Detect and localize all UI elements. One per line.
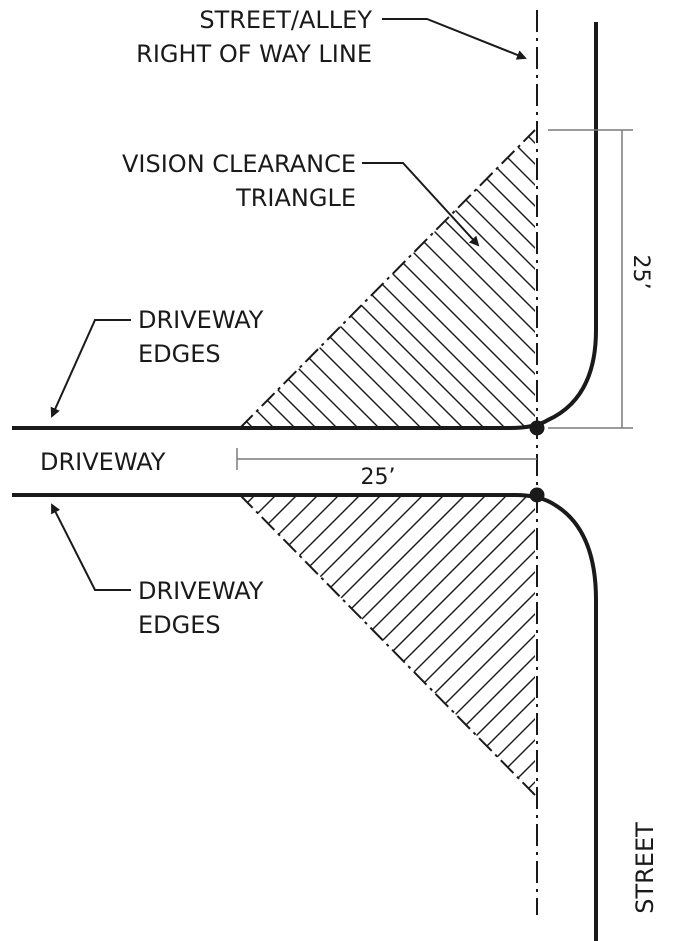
hatch-line-bottom [327, 495, 535, 795]
hatch-line-bottom [240, 495, 408, 795]
triangle-label-line2: TRIANGLE [235, 184, 356, 212]
hatch-line-top [240, 130, 392, 428]
hatch-line-top [659, 120, 678, 440]
hatch-line-bottom [0, 490, 176, 800]
driveway-edge-bottom [12, 493, 598, 941]
hatch-line-bottom [495, 495, 535, 795]
horizontal-dimension [236, 448, 537, 470]
hatch-line-bottom [240, 495, 471, 795]
hatch-line-bottom [240, 495, 534, 795]
hatch-line-bottom [348, 495, 535, 795]
hatch-line-bottom [0, 490, 29, 800]
hatch-line-bottom [306, 495, 535, 795]
hatch-line-bottom [0, 490, 8, 800]
hatch-line-bottom [240, 495, 387, 795]
hatch-line-bottom [240, 495, 513, 795]
hatch-line-bottom [240, 495, 324, 795]
hatch-line-bottom [411, 495, 535, 795]
hatch-line-bottom [601, 490, 678, 800]
triangle-label-line1: VISION CLEARANCE [122, 150, 356, 178]
hatch-line-bottom [0, 490, 197, 800]
driveway-edges-top-label-line2: EDGES [138, 340, 221, 368]
vertical-dimension [548, 129, 633, 429]
hatch-line-bottom [240, 495, 345, 795]
hatch-line-bottom [0, 490, 92, 800]
hatch-line-bottom [390, 495, 535, 795]
hatch-line-top [448, 130, 535, 428]
right-of-way-label-line1: STREET/ALLEY [199, 6, 372, 34]
hatch-line-bottom [240, 495, 282, 795]
corner-point-top [529, 420, 545, 436]
corner-point-bottom [529, 487, 545, 503]
hatch-line-bottom [453, 495, 535, 795]
hatch-line-top [532, 130, 535, 428]
driveway-edges-bottom-label-line2: EDGES [138, 611, 221, 639]
hatch-line-bottom [240, 495, 492, 795]
driveway-edges-top-leader [50, 319, 131, 418]
hatch-line-bottom [240, 495, 261, 795]
driveway-edge-top [12, 22, 598, 430]
hatch-line-bottom [369, 495, 535, 795]
hatch-line-bottom [559, 490, 678, 800]
triangle-leader [362, 162, 480, 247]
hatch-line-bottom [240, 495, 450, 795]
hatch-line-bottom [0, 490, 155, 800]
driveway-edges-bottom-label-line1: DRIVEWAY [138, 577, 264, 605]
hatch-line-bottom [432, 495, 535, 795]
hatch-line-bottom [264, 495, 535, 795]
vision-clearance-triangle-bottom-hatch [0, 490, 678, 800]
triangle-top-edge [239, 129, 536, 429]
driveway-edges-bottom-leader [51, 503, 131, 591]
vertical-dimension-label: 25’ [628, 255, 653, 290]
hatch-line-top [554, 120, 678, 440]
hatch-line-bottom [538, 490, 678, 800]
triangle-bottom-edge [239, 494, 536, 796]
hatch-line-bottom [285, 495, 535, 795]
right-of-way-label-line2: RIGHT OF WAY LINE [136, 40, 372, 68]
hatch-line-top [240, 130, 371, 428]
hatch-line-top [240, 130, 350, 428]
hatch-line-bottom [0, 490, 113, 800]
hatch-line-bottom [240, 495, 366, 795]
driveway-label: DRIVEWAY [40, 448, 166, 476]
driveway-edges-top-label-line1: DRIVEWAY [138, 306, 264, 334]
hatch-line-bottom [0, 490, 71, 800]
horizontal-dimension-label: 25’ [361, 465, 396, 490]
street-label: STREET [631, 822, 659, 914]
hatch-line-bottom [243, 495, 535, 795]
hatch-line-top [469, 130, 535, 428]
hatch-line-top [343, 130, 535, 428]
hatch-line-bottom [0, 490, 239, 800]
hatch-line-bottom [0, 490, 218, 800]
hatch-line-bottom [240, 495, 429, 795]
hatch-line-bottom [0, 490, 50, 800]
hatch-line-top [575, 120, 678, 440]
hatch-line-bottom [240, 495, 303, 795]
right-of-way-leader [382, 18, 527, 60]
hatch-line-bottom [474, 495, 535, 795]
